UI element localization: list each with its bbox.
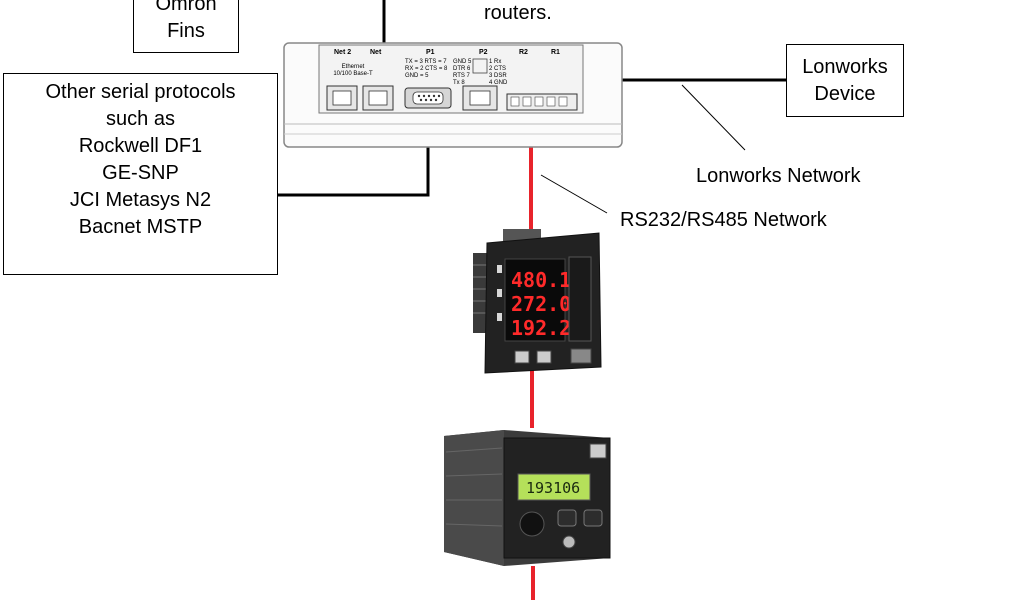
- gateway-device: Net 2 Net P1 P2 R2 R1 Ethernet 10/100 Ba…: [283, 42, 623, 148]
- controller-button-2: [583, 509, 603, 527]
- controller-lcd: [517, 473, 591, 501]
- serial-protocols-box: Other serial protocols such as Rockwell …: [3, 73, 278, 275]
- lonworks-network-label: Lonworks Network: [696, 165, 861, 187]
- port-label-net1: Net: [370, 49, 382, 56]
- p2-pin-line-3: RTS 7: [453, 73, 471, 79]
- rs-network-label: RS232/RS485 Network: [620, 209, 827, 231]
- port-label-net2: Net 2: [334, 49, 351, 56]
- rs-network-pointer: [540, 174, 608, 214]
- meter-reading-2: 272.0: [511, 292, 571, 316]
- ethernet-port-net2: [326, 85, 358, 111]
- p1-pin-line-2: RX = 2 CTS = 8: [405, 66, 448, 72]
- p2-pin-line-2: DTR 6: [453, 66, 471, 72]
- p2-pin-right-2: 2 CTS: [489, 66, 506, 72]
- p2-pin-right-1: 1 Rx: [489, 59, 501, 65]
- p2-pin-line-4: Tx 8: [453, 80, 465, 86]
- p1-pin-line-1: TX = 3 RTS = 7: [405, 59, 447, 65]
- meter-button-2: [536, 350, 552, 364]
- p1-pin-line-3: GND = 5: [405, 73, 429, 79]
- meter-reading-3: 192.2: [511, 316, 571, 340]
- port-label-p2: P2: [479, 49, 488, 56]
- power-meter-device: 480.1 272.0 192.2: [473, 229, 602, 374]
- serial-box-line-3: Rockwell DF1: [78, 135, 203, 157]
- serial-box-line-5: JCI Metasys N2: [69, 189, 212, 211]
- controller-knob: [519, 511, 545, 537]
- controller-reading: 193106: [526, 479, 580, 497]
- ethernet-label: Ethernet: [342, 64, 365, 70]
- controller-display-device: 193106: [444, 430, 611, 566]
- controller-logo: [589, 443, 607, 459]
- lonworks-box-line-1: Lonworks: [802, 56, 888, 78]
- rj45-port-p2: [462, 85, 498, 111]
- omron-fins-box: Omron Fins: [133, 0, 239, 53]
- terminal-block-r2-r1: [506, 93, 578, 111]
- port-label-r2: R2: [519, 49, 528, 56]
- port-label-r1: R1: [551, 49, 560, 56]
- controller-button-3: [562, 535, 576, 549]
- p2-pin-right-3: 3 DSR: [489, 73, 507, 79]
- ethernet-port-net1: [362, 85, 394, 111]
- p2-pin-line-1: GND 5: [453, 59, 472, 65]
- meter-reading-1: 480.1: [511, 268, 571, 292]
- meter-logo: [570, 348, 592, 364]
- omron-box-line-2: Fins: [167, 20, 205, 42]
- meter-button-1: [514, 350, 530, 364]
- routers-label: routers.: [484, 2, 552, 24]
- serial-box-line-2: such as: [106, 108, 175, 130]
- omron-box-line-1: Omron: [155, 0, 217, 15]
- lonworks-network-pointer: [681, 84, 746, 151]
- serial-db9-port-p1: [404, 87, 452, 109]
- lonworks-box-line-2: Device: [814, 83, 876, 105]
- serial-box-line-4: GE-SNP: [102, 162, 179, 184]
- ethernet-speed-label: 10/100 Base-T: [333, 71, 373, 77]
- lonworks-device-box: Lonworks Device: [786, 44, 904, 117]
- controller-button-1: [557, 509, 577, 527]
- serial-box-line-6: Bacnet MSTP: [78, 216, 203, 238]
- serial-box-line-1: Other serial protocols: [45, 81, 236, 103]
- p2-pin-right-4: 4 GND: [489, 80, 508, 86]
- port-label-p1: P1: [426, 49, 435, 56]
